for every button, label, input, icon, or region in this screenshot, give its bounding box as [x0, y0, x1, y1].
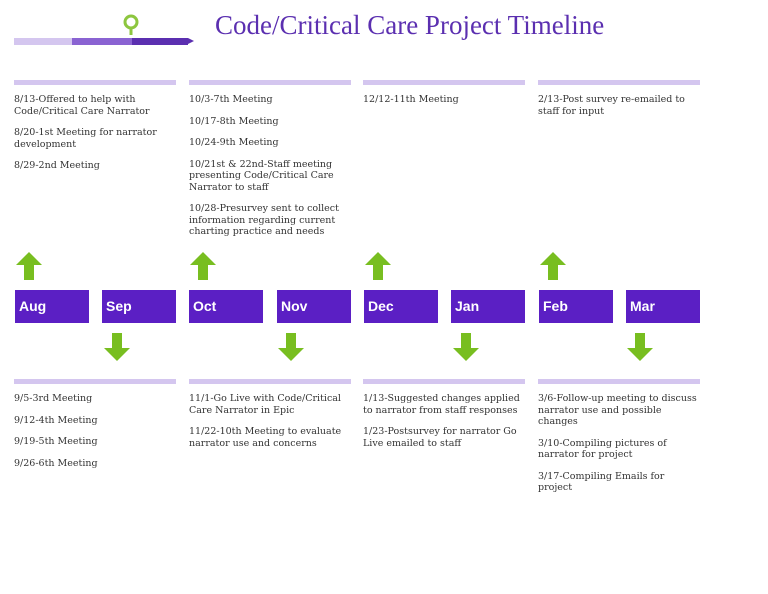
timeline-note: 9/12-4th Meeting	[14, 414, 98, 426]
notes-sep: 9/5-3rd Meeting 9/12-4th Meeting 9/19-5t…	[14, 393, 174, 479]
arrow-up-icon	[540, 252, 566, 280]
timeline-note: 8/13-Offered to help with Code/Critical …	[14, 94, 150, 117]
notes-jan: 1/13-Suggested changes applied to narrat…	[363, 393, 523, 459]
bottom-divider-aug-sep	[14, 379, 176, 384]
month-jan: Jan	[451, 290, 525, 323]
notes-feb: 2/13-Post survey re-emailed to staff for…	[538, 94, 698, 127]
timeline-note: 9/19-5th Meeting	[14, 436, 98, 447]
timeline-note: 10/3-7th Meeting	[189, 94, 273, 105]
timeline-note: 9/26-6th Meeting	[14, 457, 98, 469]
timeline-note: 3/17-Compiling Emails for project	[538, 470, 665, 494]
month-feb: Feb	[539, 290, 613, 323]
timeline-note: 10/28-Presurvey sent to collect informat…	[189, 203, 339, 237]
month-aug: Aug	[15, 290, 89, 323]
bottom-divider-oct-nov	[189, 379, 351, 384]
bottom-divider-dec-jan	[363, 379, 525, 384]
arrow-up-icon	[190, 252, 216, 280]
bottom-divider-feb-mar	[538, 379, 700, 384]
month-dec: Dec	[364, 290, 438, 323]
notes-oct: 10/3-7th Meeting 10/17-8th Meeting 10/24…	[189, 94, 351, 248]
top-divider-feb-mar	[538, 80, 700, 85]
notes-mar: 3/6-Follow-up meeting to discuss narrato…	[538, 393, 700, 504]
header-progress-bar-segment	[132, 38, 188, 45]
header-arrow-tip	[188, 38, 194, 44]
timeline-note: 11/22-10th Meeting to evaluate narrator …	[189, 426, 342, 449]
notes-aug: 8/13-Offered to help with Code/Critical …	[14, 94, 174, 182]
timeline-note: 11/1-Go Live with Code/Critical Care Nar…	[189, 393, 341, 416]
arrow-down-icon	[104, 333, 130, 361]
timeline-note: 1/23-Postsurvey for narrator Go Live ema…	[363, 426, 517, 449]
top-divider-aug-sep	[14, 80, 176, 85]
location-pin-icon	[123, 14, 139, 35]
arrow-down-icon	[453, 333, 479, 361]
month-nov: Nov	[277, 290, 351, 323]
arrow-up-icon	[365, 252, 391, 280]
timeline-note: 10/21st & 22nd-Staff meeting presenting …	[189, 158, 334, 193]
timeline-note: 10/17-8th Meeting	[189, 115, 279, 127]
month-oct: Oct	[189, 290, 263, 323]
page-title: Code/Critical Care Project Timeline	[215, 10, 605, 40]
month-sep: Sep	[102, 290, 176, 323]
month-mar: Mar	[626, 290, 700, 323]
timeline-note: 3/6-Follow-up meeting to discuss narrato…	[538, 393, 697, 427]
top-divider-oct-nov	[189, 80, 351, 85]
timeline-note: 3/10-Compiling pictures of narrator for …	[538, 437, 667, 461]
header-progress-bar-segment	[72, 38, 132, 45]
timeline-note: 1/13-Suggested changes applied to narrat…	[363, 393, 520, 416]
notes-dec: 12/12-11th Meeting	[363, 94, 523, 116]
timeline-note: 8/20-1st Meeting for narrator developmen…	[14, 127, 157, 150]
timeline-note: 9/5-3rd Meeting	[14, 393, 93, 404]
arrow-down-icon	[627, 333, 653, 361]
timeline-note: 10/24-9th Meeting	[189, 137, 279, 148]
arrow-up-icon	[16, 252, 42, 280]
timeline-note: 8/29-2nd Meeting	[14, 160, 100, 171]
arrow-down-icon	[278, 333, 304, 361]
notes-nov: 11/1-Go Live with Code/Critical Care Nar…	[189, 393, 349, 459]
timeline-note: 12/12-11th Meeting	[363, 94, 459, 105]
top-divider-dec-jan	[363, 80, 525, 85]
header-progress-bar-segment	[14, 38, 72, 45]
timeline-note: 2/13-Post survey re-emailed to staff for…	[538, 94, 685, 117]
